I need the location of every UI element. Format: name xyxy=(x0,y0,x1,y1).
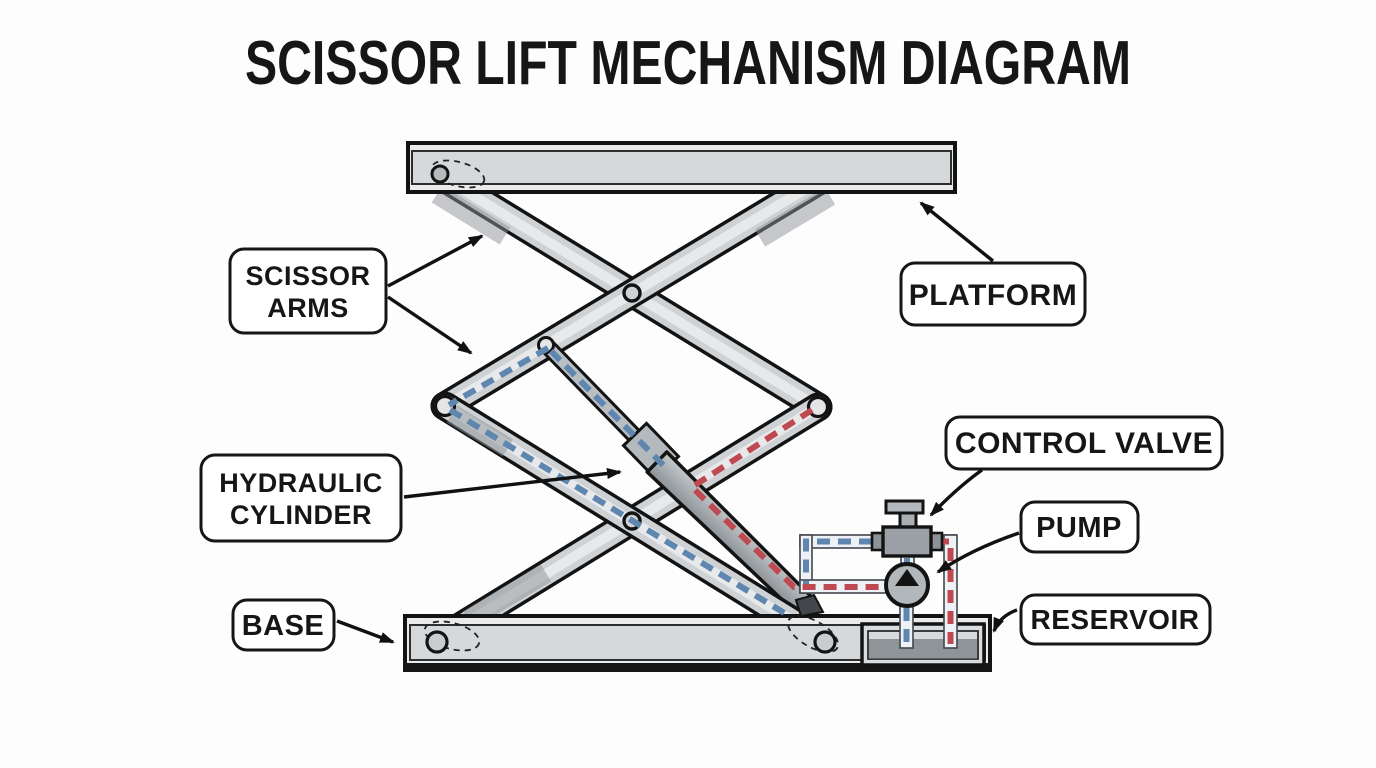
label-scissor-arms: SCISSOR ARMS xyxy=(228,234,484,355)
platform-pivot xyxy=(430,164,450,184)
pump-label: PUMP xyxy=(1036,512,1122,544)
control-valve-arrow xyxy=(929,468,983,517)
reservoir-arrow xyxy=(992,608,1018,633)
valve-handle xyxy=(884,499,925,515)
reservoir-graphic xyxy=(860,622,986,667)
pivot-pins xyxy=(433,283,830,531)
scissor-arms-label-line1: SCISSOR xyxy=(245,261,370,291)
reservoir-fluid xyxy=(869,639,977,659)
hydraulic-cylinder-arrow xyxy=(403,468,622,499)
base-right-slide-path xyxy=(786,615,840,653)
label-platform: PLATFORM xyxy=(899,201,1087,327)
right-middle-joint xyxy=(806,395,830,419)
platform-label: PLATFORM xyxy=(909,279,1077,312)
label-reservoir: RESERVOIR xyxy=(992,593,1212,646)
control-valve-graphic xyxy=(870,499,944,558)
base-bottom-edge xyxy=(403,663,992,672)
platform-slide-path xyxy=(430,159,486,189)
callouts: SCISSOR ARMS PLATFORM HYDRAULIC CYLINDER… xyxy=(199,201,1224,652)
upper-center-pivot xyxy=(622,283,642,303)
pump-graphic xyxy=(884,562,930,608)
label-pump: PUMP xyxy=(936,500,1140,574)
valve-body xyxy=(881,525,933,558)
reservoir-label: RESERVOIR xyxy=(1031,604,1200,635)
scissor-arms-arrow-lower xyxy=(387,295,473,355)
platform-bar xyxy=(406,141,957,194)
base-bar xyxy=(403,614,992,672)
label-control-valve: CONTROL VALVE xyxy=(929,415,1224,517)
hydraulic-cylinder-label-line1: HYDRAULIC xyxy=(219,468,383,498)
control-valve-label: CONTROL VALVE xyxy=(955,427,1213,460)
base-right-pivot xyxy=(813,630,837,654)
label-hydraulic-cylinder: HYDRAULIC CYLINDER xyxy=(199,453,622,543)
scissor-arms-label-line2: ARMS xyxy=(267,293,349,323)
pump-arrow xyxy=(936,531,1020,574)
pump-rotor-icon xyxy=(895,569,919,586)
platform-arrow xyxy=(919,201,995,263)
label-base: BASE xyxy=(231,598,395,652)
cylinder-foot xyxy=(794,593,825,618)
base-left-slide-path xyxy=(423,620,481,652)
scissor-arms-arrow-upper xyxy=(387,234,484,288)
diagram-title: SCISSOR LIFT MECHANISM DIAGRAM xyxy=(245,29,1131,98)
base-left-pivot xyxy=(425,630,449,654)
base-arrow xyxy=(336,619,395,644)
hydraulic-cylinder-label-line2: CYLINDER xyxy=(230,500,372,530)
base-label: BASE xyxy=(242,610,325,642)
